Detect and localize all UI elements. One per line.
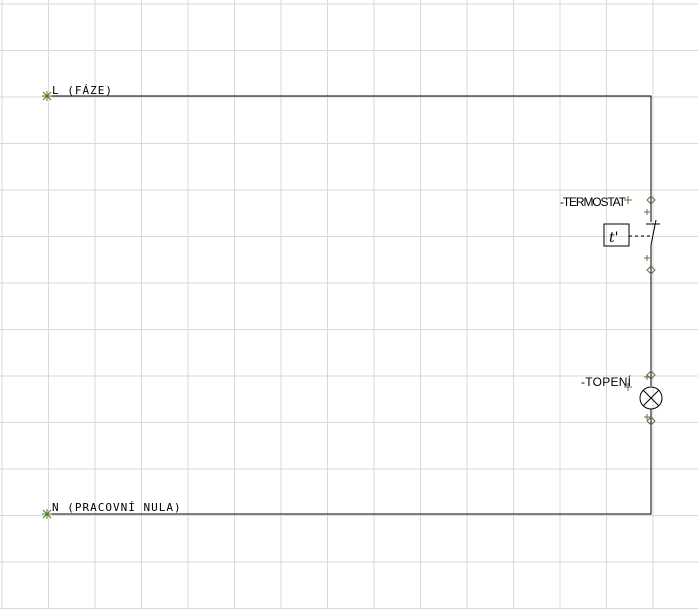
thermostat-tag: -TERMOSTAT (560, 195, 627, 209)
heater-tag: -TOPENÍ (581, 374, 632, 389)
heater-component[interactable]: -TOPENÍ (581, 370, 663, 426)
phase-label: L (FÁZE) (52, 84, 113, 97)
neutral-wire (47, 410, 652, 515)
wire-loop (47, 95, 652, 515)
switch-contact-icon (603, 204, 660, 266)
lamp-heater-icon (639, 379, 663, 417)
thermostat-symbol: t' (609, 230, 618, 246)
phase-wire (47, 95, 652, 220)
thermostat-component[interactable]: -TERMOSTAT t' (560, 195, 660, 275)
neutral-node-marker[interactable] (42, 509, 52, 519)
neutral-label: N (PRACOVNÍ NULA) (52, 501, 182, 514)
phase-node-marker[interactable] (42, 91, 52, 101)
